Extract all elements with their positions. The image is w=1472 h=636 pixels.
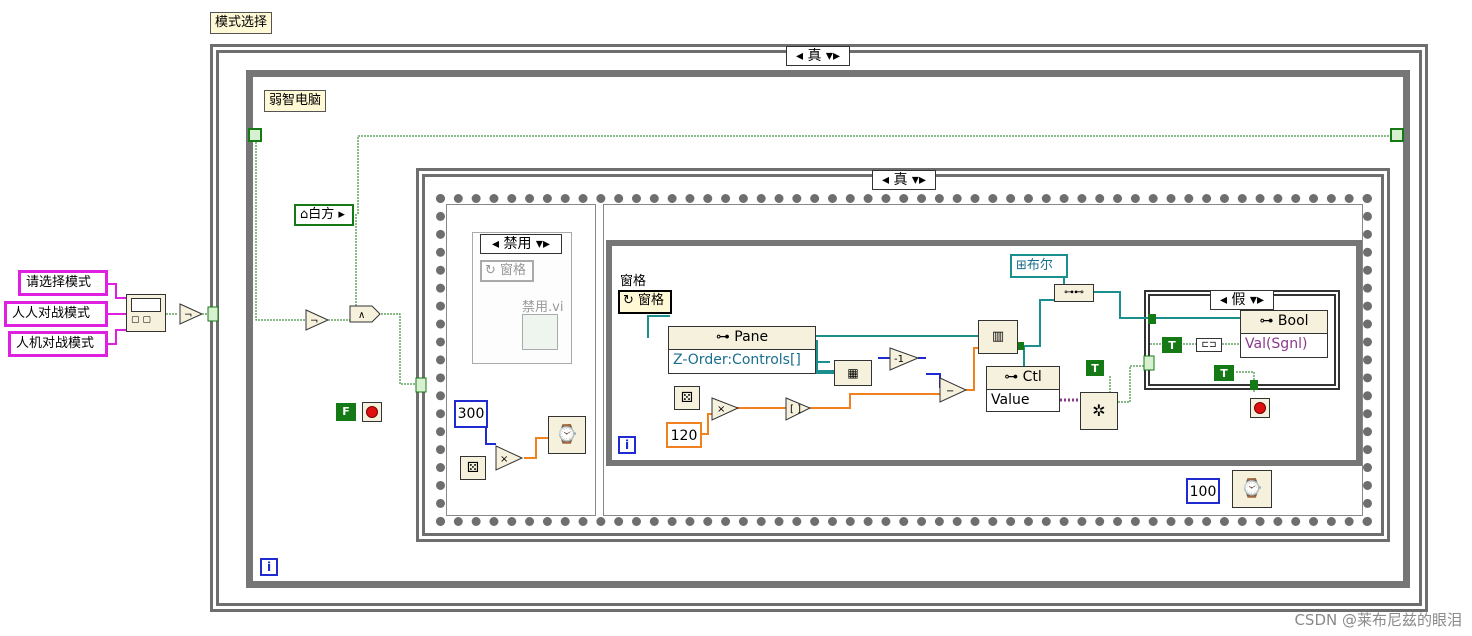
true-constant-2[interactable]: T	[1162, 337, 1182, 353]
outer-stop-terminal	[362, 402, 382, 422]
wait-ms-icon[interactable]: ⌚	[548, 416, 586, 454]
bool-property-head: ⊶ Bool	[1241, 311, 1327, 334]
disabled-case-value: 禁用	[503, 236, 532, 252]
bool-property-item: Val(Sgnl)	[1245, 336, 1308, 352]
disabled-pane-ref-text: 窗格	[500, 263, 527, 278]
loop-left-shift-register[interactable]	[248, 128, 262, 142]
disabled-pane-ref: ↻ 窗格	[480, 260, 534, 282]
inner-while-loop	[606, 240, 1362, 466]
pane-property-item: Z-Order:Controls[]	[673, 352, 801, 368]
ctl-property-item: Value	[991, 392, 1030, 408]
dialog-icon	[131, 298, 161, 312]
variant-to-data-node[interactable]: ✲	[1080, 392, 1118, 430]
inner-loop-index: i	[618, 436, 636, 454]
ctl-property-node[interactable]: ⊶ Ctl Value	[986, 366, 1060, 412]
index-array-node[interactable]: ▥	[978, 320, 1018, 354]
watermark: CSDN @莱布尼兹的眼泪	[1294, 611, 1462, 629]
weak-ai-label: 弱智电脑	[264, 90, 327, 112]
outer-case-selector[interactable]: ◂ 真 ▾▸	[786, 46, 850, 66]
true-constant-1[interactable]: T	[1086, 360, 1104, 376]
inner-case-value: 真	[893, 172, 908, 188]
white-side-constant[interactable]: ⌂白方 ▸	[294, 204, 354, 226]
pane-property-title: Pane	[734, 329, 769, 345]
loop-right-shift-register[interactable]	[1390, 128, 1404, 142]
not-primitive	[179, 303, 204, 325]
mode-select-label: 模式选择	[210, 12, 273, 34]
constant-120[interactable]: 120	[666, 422, 702, 448]
inner-stop-terminal	[1250, 398, 1270, 418]
disabled-vi-icon	[522, 314, 558, 350]
bool-class-text: 布尔	[1026, 258, 1053, 273]
bool-property-title: Bool	[1277, 313, 1309, 329]
pane-property-head: ⊶ Pane	[669, 327, 815, 350]
pvp-mode-constant[interactable]: 人人对战模式	[4, 301, 108, 327]
dialog-buttons-icon: ▢ ▢	[131, 315, 151, 325]
white-side-text: 白方	[308, 207, 335, 222]
pane-property-node[interactable]: ⊶ Pane Z-Order:Controls[]	[668, 326, 816, 374]
prompt-mode-constant[interactable]: 请选择模式	[18, 270, 108, 296]
bool-property-node[interactable]: ⊶ Bool Val(Sgnl)	[1240, 310, 1328, 358]
disabled-case-selector[interactable]: ◂ 禁用 ▾▸	[480, 234, 562, 254]
wait-ms-icon-2[interactable]: ⌚	[1232, 470, 1272, 508]
pane-reference-constant[interactable]: ↻ 窗格	[618, 290, 672, 314]
to-more-specific-class-node[interactable]: ⊶⊷	[1054, 284, 1094, 302]
outer-loop-index: i	[260, 558, 278, 576]
random-number-icon-2[interactable]: ⚄	[674, 386, 700, 410]
outer-case-value: 真	[807, 48, 822, 64]
while-loop	[246, 70, 1410, 588]
random-number-icon[interactable]: ⚄	[460, 456, 486, 480]
false-case-value: 假	[1231, 292, 1246, 308]
constant-300[interactable]: 300	[454, 400, 488, 428]
two-button-dialog-node[interactable]: ▢ ▢	[126, 294, 166, 332]
true-constant-3[interactable]: T	[1214, 365, 1234, 381]
bool-class-constant[interactable]: ⊞布尔	[1010, 254, 1068, 278]
disabled-vi-label: 禁用.vi	[522, 300, 564, 315]
constant-100[interactable]: 100	[1186, 478, 1220, 504]
pane-label: 窗格	[620, 274, 647, 289]
to-variant-node[interactable]: ⊏⊐	[1196, 338, 1222, 352]
false-constant[interactable]: F	[336, 403, 356, 421]
false-case-selector[interactable]: ◂ 假 ▾▸	[1210, 290, 1274, 310]
ctl-property-title: Ctl	[1022, 369, 1042, 385]
ctl-property-head: ⊶ Ctl	[987, 367, 1059, 390]
pve-mode-constant[interactable]: 人机对战模式	[8, 331, 108, 357]
inner-case-selector[interactable]: ◂ 真 ▾▸	[872, 170, 936, 190]
svg-text:¬: ¬	[184, 310, 192, 321]
array-size-icon[interactable]: ▦	[834, 360, 872, 386]
pane-ref-text: 窗格	[638, 293, 665, 308]
